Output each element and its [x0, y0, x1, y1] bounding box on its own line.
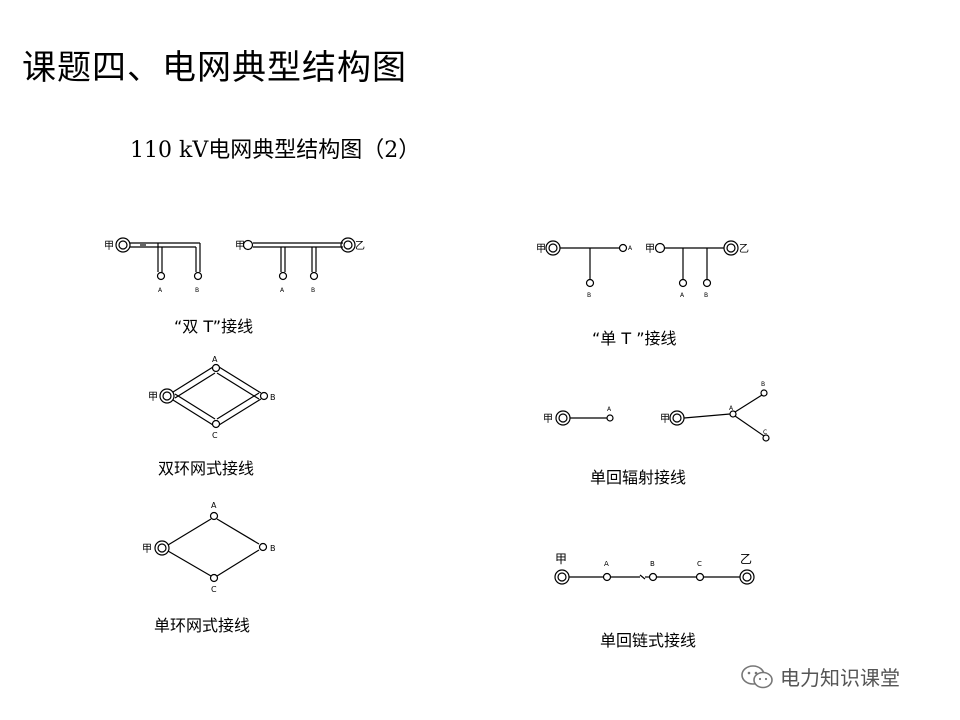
- label-c: C: [212, 431, 218, 440]
- source-jia-outer: [159, 388, 175, 404]
- label-jia: 甲: [235, 241, 245, 252]
- label-yi: 乙: [740, 552, 752, 566]
- node-b: [259, 391, 269, 401]
- caption-single-radial: 单回辐射接线: [590, 468, 687, 487]
- source-jia-outer: [154, 540, 170, 556]
- source-jia-inner: [162, 391, 172, 401]
- node-a: [156, 271, 166, 281]
- double-t-left: [115, 237, 203, 281]
- node-a: [729, 410, 737, 418]
- source-jia-outer: [545, 240, 561, 256]
- node-b: [760, 389, 768, 397]
- source-jia-inner: [672, 413, 682, 423]
- single-radial-diagram: [555, 389, 770, 442]
- source-jia-inner: [548, 243, 558, 253]
- source-yi-inner: [726, 243, 736, 253]
- watermark-text: 电力知识课堂: [780, 666, 900, 690]
- node-a: [602, 572, 612, 582]
- label-b: B: [311, 287, 315, 294]
- node-a: [618, 243, 628, 253]
- label-a: A: [212, 355, 218, 364]
- label-a: A: [628, 245, 633, 252]
- source-jia-outer: [115, 237, 131, 253]
- source-jia-outer: [669, 410, 685, 426]
- label-a: A: [158, 287, 163, 294]
- node-b: [585, 278, 595, 288]
- label-b: B: [270, 393, 276, 402]
- label-b: B: [704, 292, 708, 299]
- source-yi-outer: [739, 569, 755, 585]
- label-jia: 甲: [142, 544, 152, 555]
- node-a: [209, 511, 219, 521]
- caption-single-ring: 单环网式接线: [154, 616, 251, 635]
- node-a: [678, 278, 688, 288]
- label-b: B: [587, 292, 591, 299]
- source-jia-inner: [557, 572, 567, 582]
- page-subtitle: 110 kV电网典型结构图（2）: [130, 138, 421, 163]
- source-jia-inner: [118, 240, 128, 250]
- single-chain-diagram: [554, 569, 755, 585]
- label-jia: 甲: [555, 552, 567, 566]
- label-c: C: [211, 585, 217, 594]
- watermark: 电力知识课堂: [740, 662, 900, 691]
- source-jia: [654, 242, 666, 254]
- page-title: 课题四、电网典型结构图: [22, 48, 407, 88]
- source-jia-outer: [555, 410, 571, 426]
- single-t-right: [654, 240, 739, 288]
- source-yi-outer: [723, 240, 739, 256]
- node-a: [211, 363, 221, 373]
- label-c: C: [697, 560, 702, 568]
- label-a: A: [604, 560, 609, 568]
- source-yi-outer: [340, 237, 356, 253]
- source-yi-inner: [343, 240, 353, 250]
- caption-single-chain: 单回链式接线: [600, 631, 697, 650]
- node-b: [193, 271, 203, 281]
- node-c: [762, 434, 770, 442]
- node-c: [209, 573, 219, 583]
- caption-single-t: “单 T ”接线: [592, 329, 677, 348]
- double-t-diagram: [115, 237, 356, 281]
- label-a: A: [680, 292, 685, 299]
- label-b: B: [650, 560, 655, 568]
- label-jia: 甲: [104, 241, 114, 252]
- node-a: [606, 414, 614, 422]
- label-jia: 甲: [660, 414, 670, 425]
- label-a: A: [211, 501, 217, 510]
- label-jia: 甲: [536, 244, 546, 255]
- label-yi: 乙: [739, 243, 749, 255]
- wechat-icon: [741, 664, 773, 688]
- single-t-diagram: [545, 240, 739, 288]
- node-b: [648, 572, 658, 582]
- double-t-right: [242, 237, 356, 281]
- node-c: [695, 572, 705, 582]
- label-b: B: [195, 287, 199, 294]
- source-jia: [242, 239, 254, 251]
- label-jia: 甲: [543, 414, 553, 425]
- label-b: B: [270, 544, 276, 553]
- source-jia-inner: [157, 543, 167, 553]
- label-c: C: [763, 429, 767, 436]
- caption-double-t: “双 T”接线: [174, 317, 254, 336]
- node-b: [702, 278, 712, 288]
- label-jia: 甲: [148, 392, 158, 403]
- label-a: A: [280, 287, 285, 294]
- label-yi: 乙: [355, 240, 365, 252]
- source-yi-inner: [742, 572, 752, 582]
- label-a: A: [607, 406, 612, 413]
- label-a: A: [729, 405, 734, 412]
- label-jia: 甲: [645, 244, 655, 255]
- source-jia-outer: [554, 569, 570, 585]
- label-b: B: [761, 381, 765, 388]
- node-a: [278, 271, 288, 281]
- source-jia-inner: [558, 413, 568, 423]
- single-t-left: [545, 240, 628, 288]
- double-ring-diagram: [159, 363, 269, 429]
- node-b: [309, 271, 319, 281]
- caption-double-ring: 双环网式接线: [158, 459, 255, 478]
- node-c: [211, 419, 221, 429]
- single-ring-diagram: [154, 511, 268, 583]
- node-b: [258, 542, 268, 552]
